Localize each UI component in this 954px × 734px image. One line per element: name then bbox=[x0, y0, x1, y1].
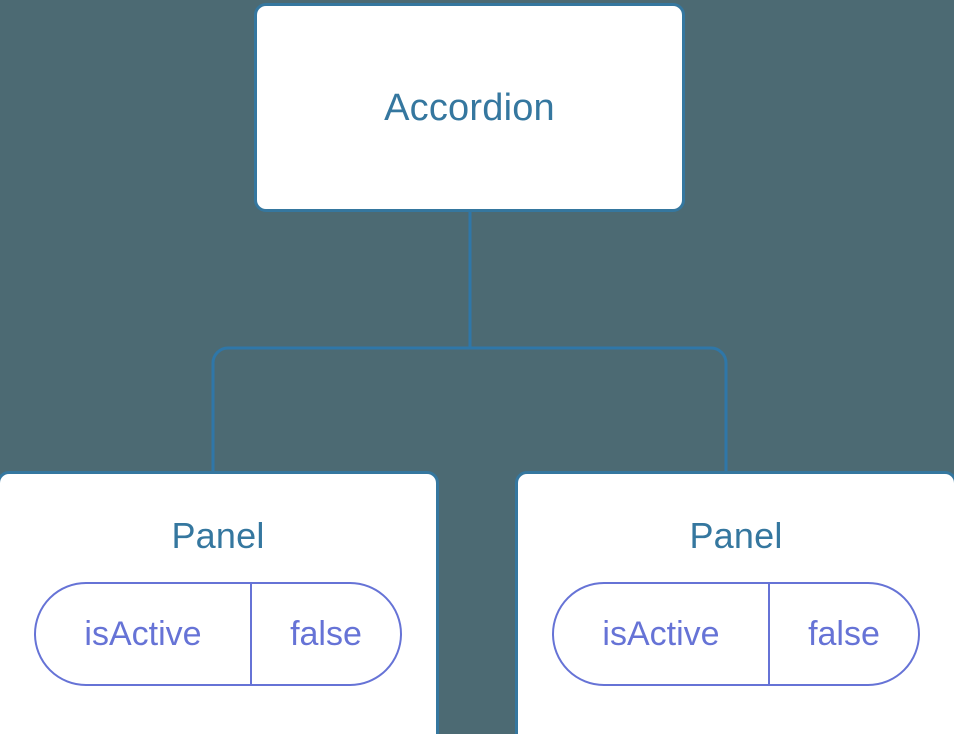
node-accordion[interactable]: Accordion bbox=[254, 3, 685, 212]
node-accordion-label: Accordion bbox=[384, 86, 555, 129]
node-panel-left-label: Panel bbox=[171, 515, 265, 556]
state-key-isactive: isActive bbox=[554, 584, 770, 684]
state-pill-panel-left[interactable]: isActive false bbox=[34, 582, 402, 686]
node-panel-right[interactable]: Panel isActive false bbox=[515, 471, 954, 734]
state-pill-panel-right[interactable]: isActive false bbox=[552, 582, 920, 686]
connector-bus-to-panel-right bbox=[470, 346, 728, 474]
state-value-isactive: false bbox=[808, 615, 880, 653]
node-panel-left[interactable]: Panel isActive false bbox=[0, 471, 439, 734]
state-key-isactive: isActive bbox=[36, 584, 252, 684]
state-value-isactive: false bbox=[290, 615, 362, 653]
node-panel-right-label: Panel bbox=[689, 515, 783, 556]
connector-bus-to-panel-left bbox=[211, 346, 470, 474]
